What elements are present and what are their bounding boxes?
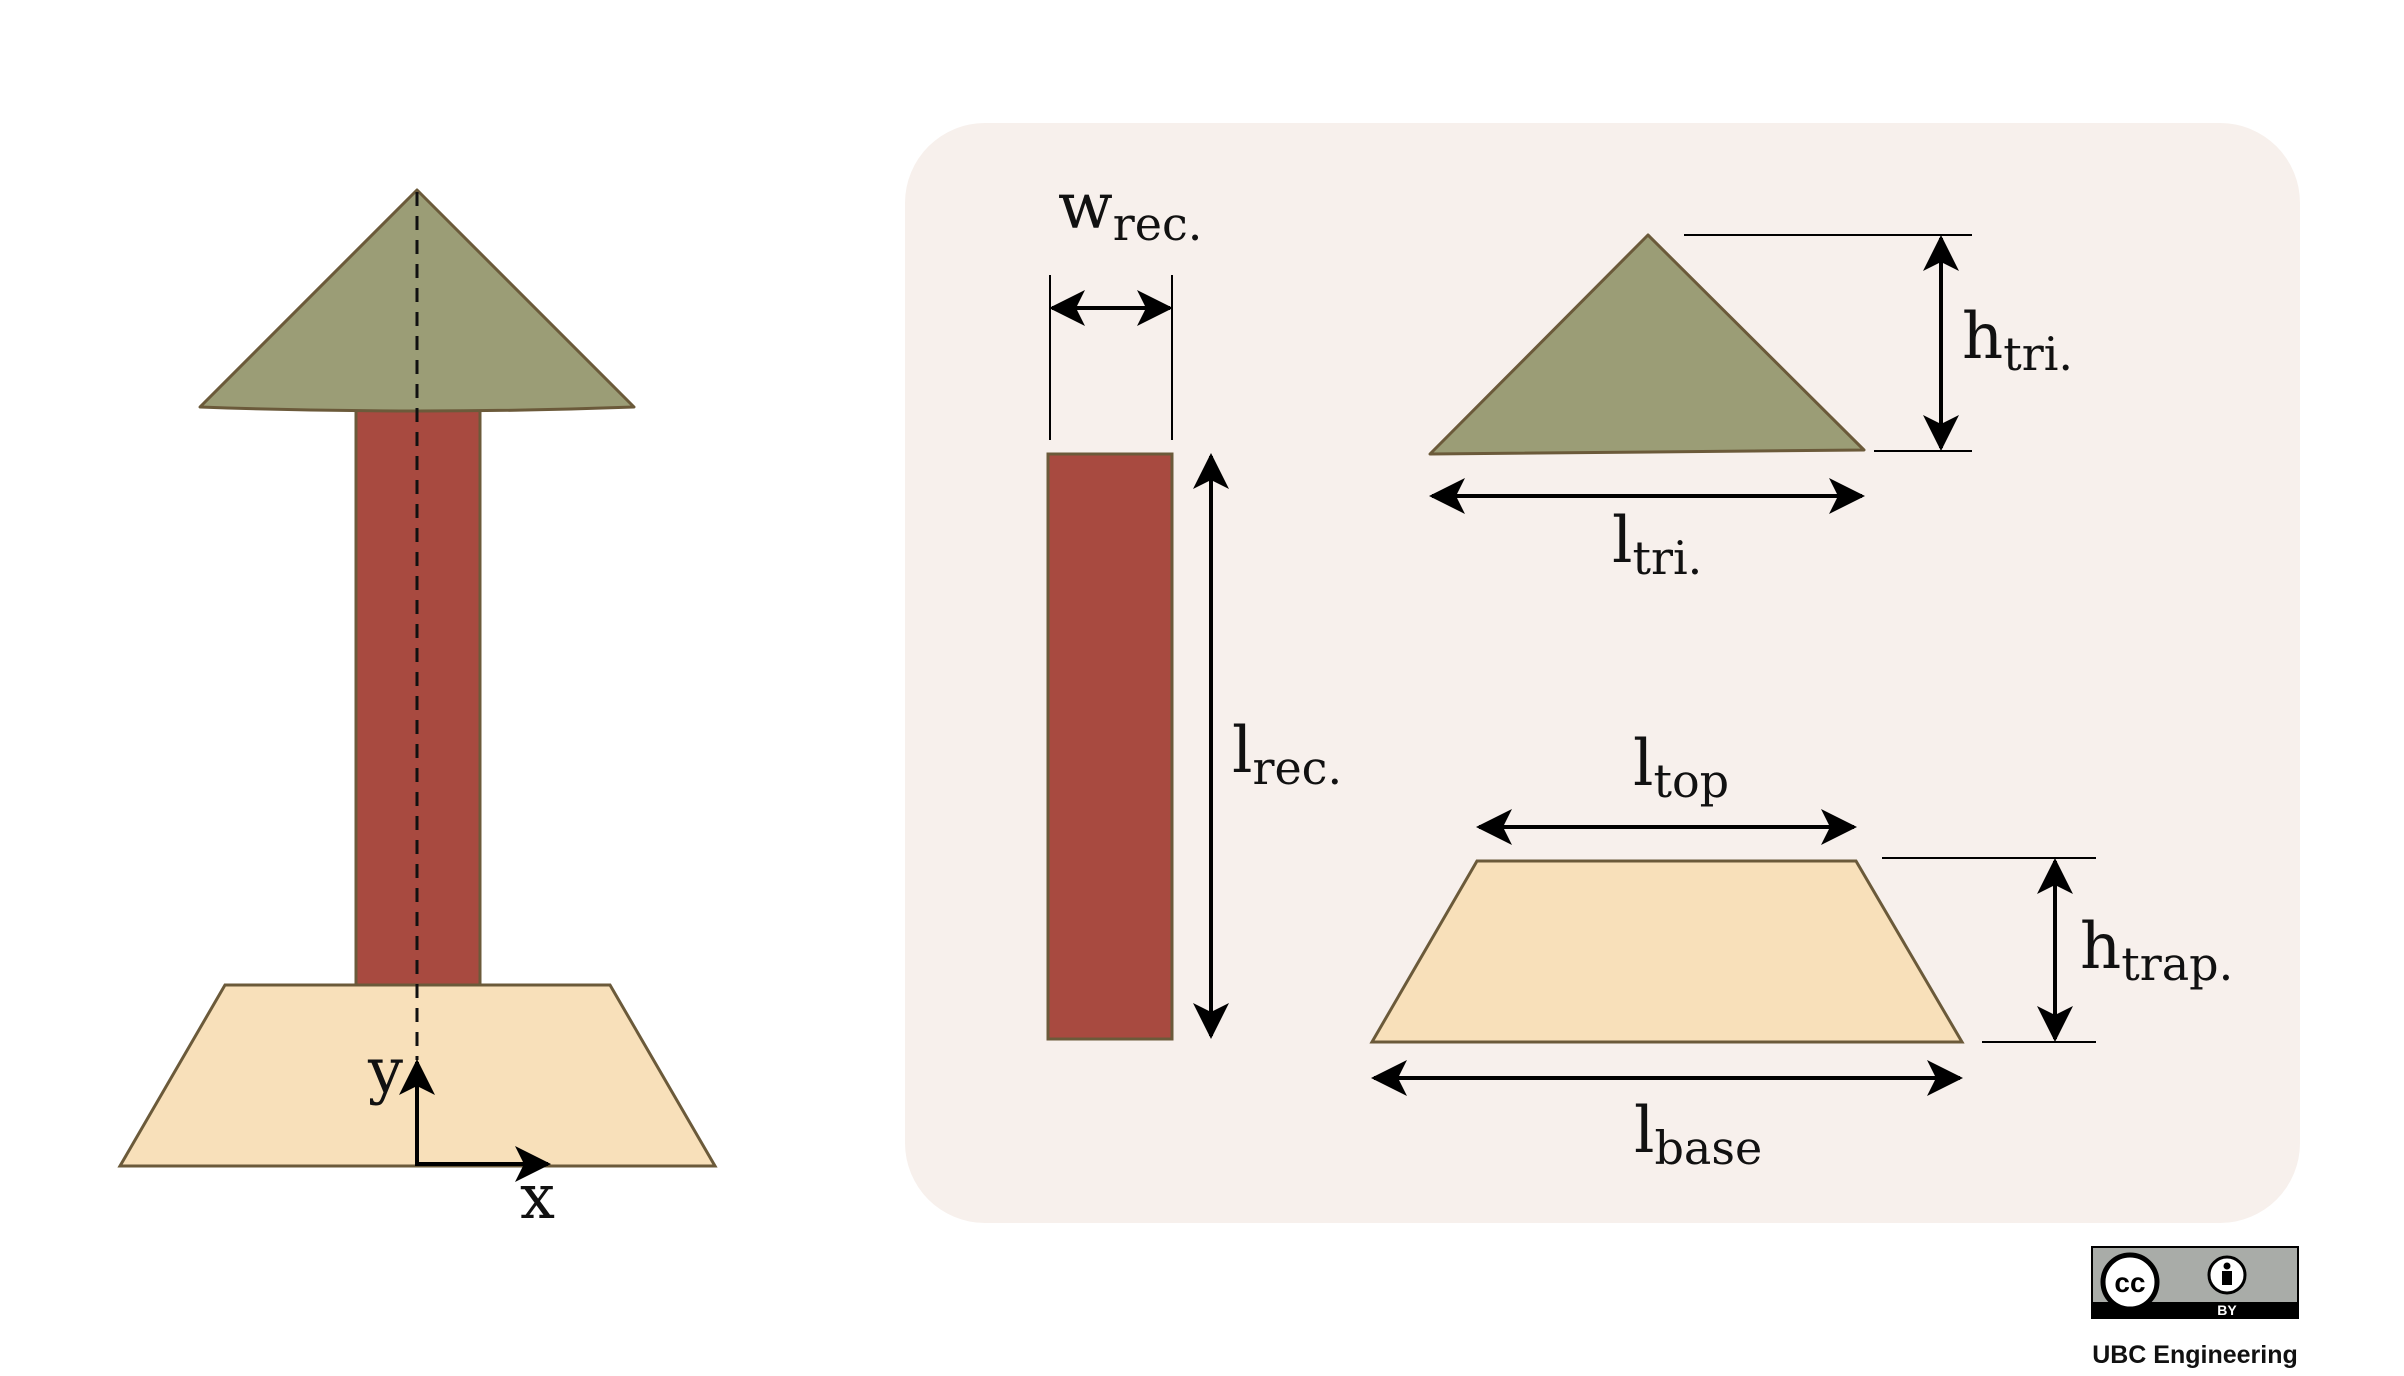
h-trap-label: htrap.: [2080, 910, 2233, 991]
triangle-component: htri. ltri.: [1428, 233, 2073, 585]
assembled-shape: y x: [117, 188, 718, 1233]
cc-icon: [2100, 1252, 2160, 1312]
rectangle-component: wrec. lrec.: [1046, 170, 1342, 1041]
x-axis-label: x: [520, 1160, 555, 1233]
component-trapezoid: [1369, 859, 1965, 1044]
l-rec-label: lrec.: [1232, 714, 1342, 795]
cc-by-icon: cc: [2100, 1252, 2247, 1312]
cc-by-license-badge: cc BY UBC Engineering: [2091, 1246, 2299, 1369]
badge-by-text: BY: [2217, 1302, 2237, 1318]
y-axis-label: y: [367, 1034, 403, 1107]
trapezoid-component: ltop htrap. lbase: [1369, 727, 2233, 1175]
l-top-label: ltop: [1633, 727, 1729, 808]
svg-text:cc: cc: [2114, 1267, 2145, 1298]
l-base-label: lbase: [1634, 1094, 1762, 1175]
component-rectangle: [1046, 452, 1174, 1041]
w-rec-label: wrec.: [1058, 170, 1202, 251]
component-triangle: [1428, 233, 1866, 456]
credit-text: UBC Engineering: [2092, 1341, 2298, 1369]
l-tri-label: ltri.: [1612, 504, 1702, 585]
h-tri-label: htri.: [1962, 300, 2073, 381]
